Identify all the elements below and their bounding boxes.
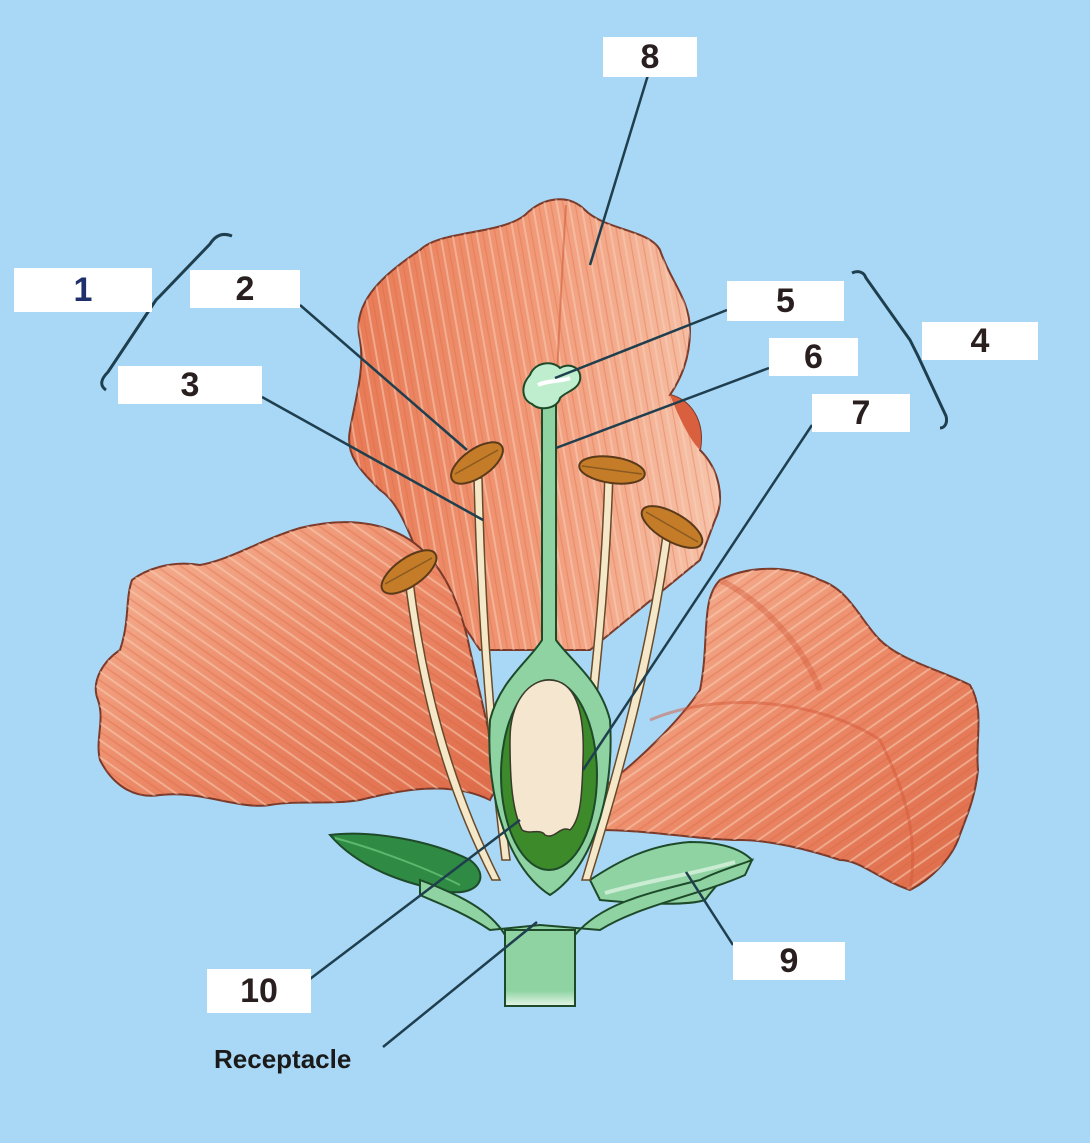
leader-lines — [261, 74, 814, 1048]
brackets — [100, 232, 948, 430]
label-box-4[interactable]: 4 — [922, 322, 1038, 360]
label-text-9: 9 — [779, 941, 799, 980]
anthers — [380, 441, 704, 595]
label-box-5[interactable]: 5 — [727, 281, 844, 321]
label-box-3[interactable]: 3 — [118, 366, 262, 404]
label-text-5: 5 — [776, 281, 795, 320]
label-text-6: 6 — [804, 337, 823, 376]
anther-lines — [384, 449, 699, 585]
label-text-4: 4 — [970, 321, 990, 360]
receptacle-stem — [419, 858, 754, 1007]
label-box-8[interactable]: 8 — [603, 37, 697, 77]
label-text-2: 2 — [235, 269, 255, 308]
label-text-8: 8 — [640, 37, 660, 76]
receptacle-caption: Receptacle — [214, 1044, 352, 1074]
label-box-7[interactable]: 7 — [812, 394, 910, 432]
label-box-1[interactable]: 1 — [14, 268, 152, 312]
pistil — [488, 362, 612, 897]
label-box-6[interactable]: 6 — [769, 338, 858, 376]
label-text-7: 7 — [851, 393, 871, 432]
petal-right — [599, 567, 980, 892]
label-text-3: 3 — [180, 365, 200, 404]
label-box-2[interactable]: 2 — [190, 270, 300, 308]
label-box-10[interactable]: 10 — [207, 969, 311, 1013]
label-text-1: 1 — [73, 270, 93, 309]
label-box-9[interactable]: 9 — [733, 942, 845, 980]
label-text-10: 10 — [240, 971, 278, 1010]
